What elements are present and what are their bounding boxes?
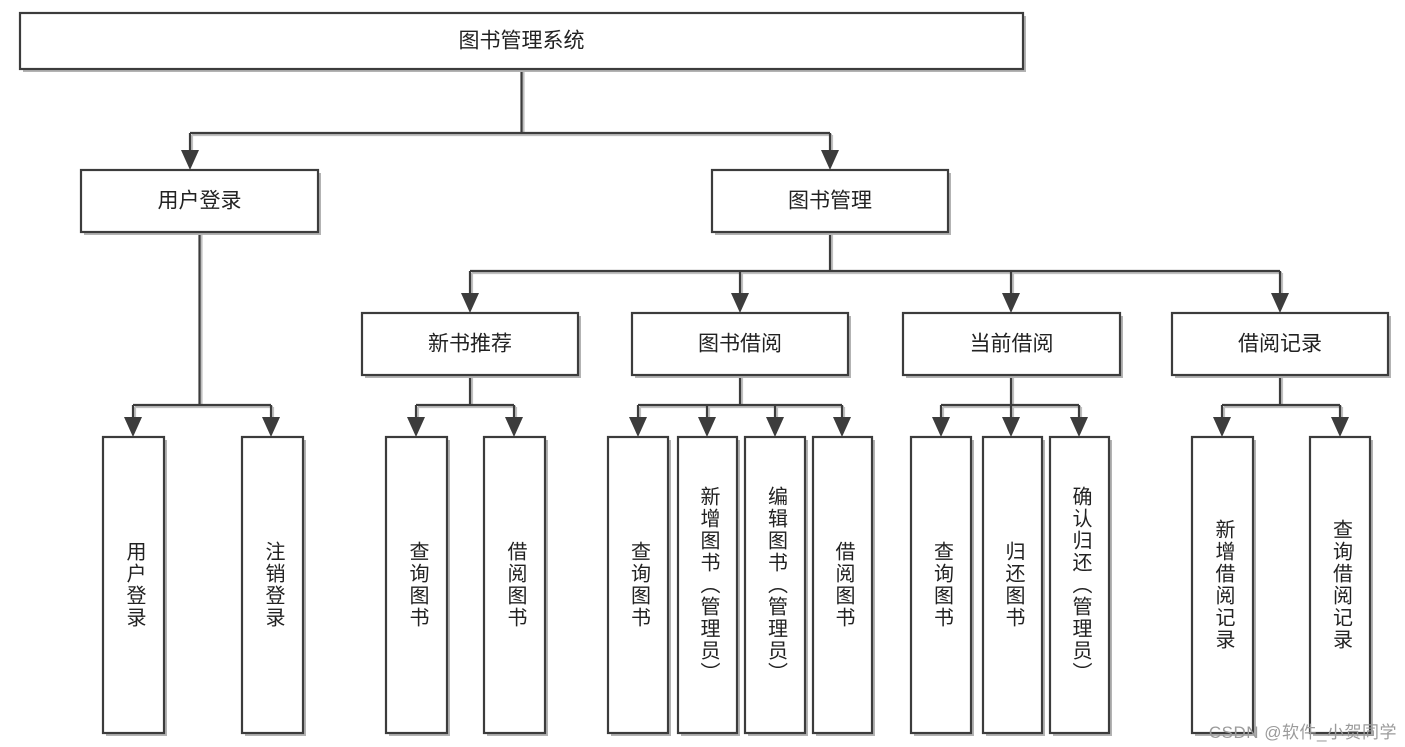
connector-userlogin-to-leaves bbox=[124, 232, 280, 437]
node-root-label: 图书管理系统 bbox=[459, 30, 585, 53]
node-book-manage-label: 图书管理 bbox=[788, 190, 872, 213]
leaf-node-rects bbox=[101, 435, 1373, 736]
arrow-head-icon bbox=[407, 417, 425, 437]
connector-layer bbox=[124, 69, 1349, 437]
node-leaf-query-record[interactable] bbox=[1308, 435, 1373, 736]
arrow-head-icon bbox=[181, 150, 199, 170]
connector-bookborrow-to-leaves bbox=[629, 375, 851, 437]
arrow-head-icon bbox=[262, 417, 280, 437]
node-leaf-add-book[interactable] bbox=[676, 435, 740, 736]
node-borrow-record-label: 借阅记录 bbox=[1238, 333, 1322, 356]
node-leaf-user-login[interactable] bbox=[101, 435, 167, 736]
node-leaf-query-book-1[interactable] bbox=[384, 435, 450, 736]
arrow-head-icon bbox=[731, 293, 749, 313]
arrow-head-icon bbox=[505, 417, 523, 437]
arrow-head-icon bbox=[1271, 293, 1289, 313]
node-book-borrow[interactable]: 图书借阅 bbox=[630, 311, 851, 378]
arrow-head-icon bbox=[1070, 417, 1088, 437]
node-user-login[interactable]: 用户登录 bbox=[79, 168, 321, 235]
node-leaf-query-book-3[interactable] bbox=[909, 435, 974, 736]
watermark-text: CSDN @软件_小贺同学 bbox=[1208, 723, 1397, 742]
node-root[interactable]: 图书管理系统 bbox=[18, 11, 1026, 72]
node-new-book-recommend-label: 新书推荐 bbox=[428, 333, 512, 356]
node-leaf-edit-book[interactable] bbox=[743, 435, 808, 736]
node-leaf-return-book[interactable] bbox=[981, 435, 1045, 736]
node-user-login-label: 用户登录 bbox=[158, 190, 242, 213]
arrow-head-icon bbox=[461, 293, 479, 313]
connector-bookmanage-to-level3 bbox=[461, 232, 1289, 313]
arrow-head-icon bbox=[1331, 417, 1349, 437]
arrow-head-icon bbox=[766, 417, 784, 437]
arrow-head-icon bbox=[1002, 417, 1020, 437]
node-book-borrow-label: 图书借阅 bbox=[698, 333, 782, 356]
arrow-head-icon bbox=[932, 417, 950, 437]
node-leaf-query-book-2[interactable] bbox=[606, 435, 671, 736]
node-new-book-recommend[interactable]: 新书推荐 bbox=[360, 311, 581, 378]
arrow-head-icon bbox=[1213, 417, 1231, 437]
connector-newbook-to-leaves bbox=[407, 375, 523, 437]
node-current-borrow[interactable]: 当前借阅 bbox=[901, 311, 1123, 378]
node-leaf-logout[interactable] bbox=[240, 435, 306, 736]
connector-borrowrecord-to-leaves bbox=[1213, 375, 1349, 437]
arrow-head-icon bbox=[821, 150, 839, 170]
node-current-borrow-label: 当前借阅 bbox=[970, 333, 1054, 356]
connector-currentborrow-to-leaves bbox=[932, 375, 1088, 437]
node-leaf-confirm-return[interactable] bbox=[1048, 435, 1112, 736]
node-borrow-record[interactable]: 借阅记录 bbox=[1170, 311, 1391, 378]
arrow-head-icon bbox=[833, 417, 851, 437]
arrow-head-icon bbox=[124, 417, 142, 437]
arrow-head-icon bbox=[1002, 293, 1020, 313]
connector-root-to-level2 bbox=[181, 69, 839, 170]
arrow-head-icon bbox=[629, 417, 647, 437]
node-leaf-borrow-book-1[interactable] bbox=[482, 435, 548, 736]
node-book-manage[interactable]: 图书管理 bbox=[710, 168, 951, 235]
node-leaf-borrow-book-2[interactable] bbox=[811, 435, 875, 736]
node-leaf-add-record[interactable] bbox=[1190, 435, 1256, 736]
arrow-head-icon bbox=[698, 417, 716, 437]
